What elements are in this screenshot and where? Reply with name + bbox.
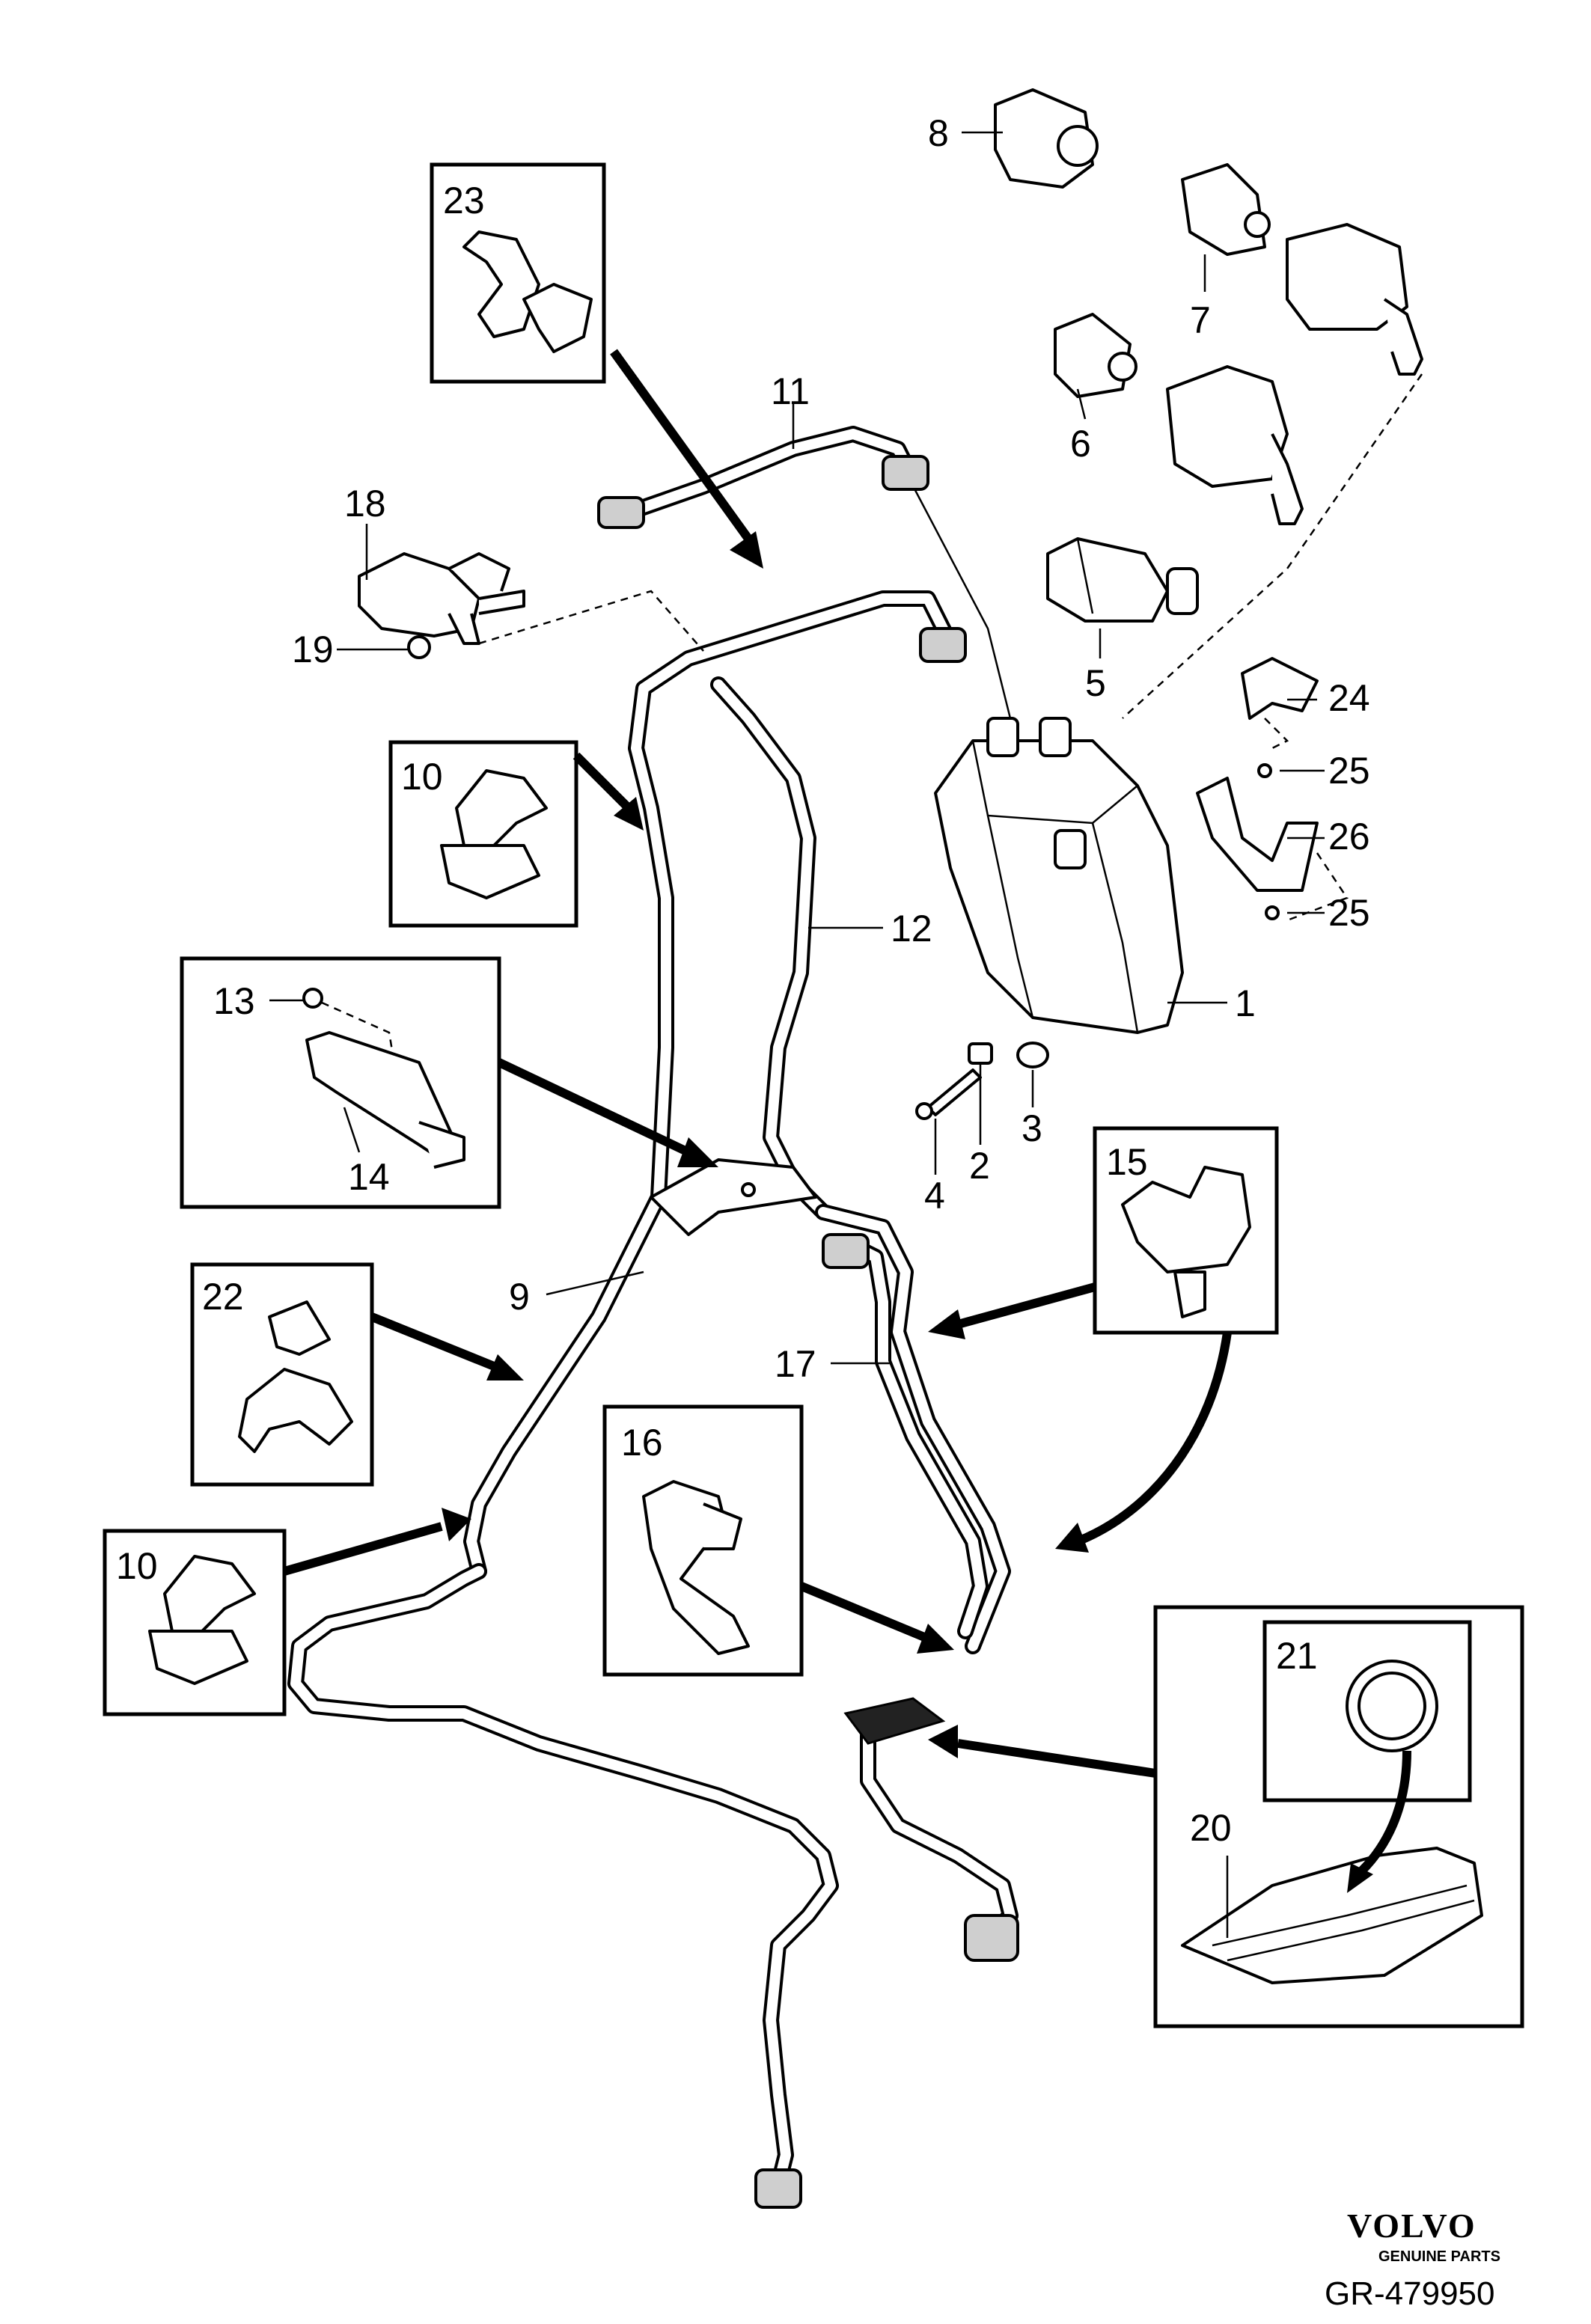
- callout-19: 19: [292, 629, 334, 670]
- callout-11: 11: [771, 370, 810, 412]
- inset-box-10-lower: [103, 1529, 287, 1716]
- callout-18: 18: [344, 483, 386, 525]
- callout-7: 7: [1190, 299, 1211, 341]
- inset-box-22: [190, 1262, 374, 1487]
- callout-17: 17: [775, 1343, 816, 1385]
- hose-lines: [287, 426, 1019, 2193]
- valve-part-8: [994, 88, 1099, 189]
- callout-23: 23: [443, 180, 485, 221]
- callout-5: 5: [1085, 662, 1106, 704]
- inset-box-23: [430, 162, 606, 384]
- valve-part-6: [1054, 313, 1304, 525]
- callout-1: 1: [1235, 982, 1256, 1024]
- brand-block: VOLVO GENUINE PARTS GR-479950: [1325, 2207, 1500, 2312]
- callout-labels: 8 7 6 5 23 11 18 19 24 25 26 25 10 12 1 …: [116, 112, 1370, 1849]
- callout-20: 20: [1190, 1807, 1232, 1849]
- purge-valve-part-18: [358, 552, 525, 659]
- callout-15: 15: [1106, 1141, 1148, 1183]
- inset-box-10-upper: [388, 740, 578, 928]
- callout-3: 3: [1022, 1107, 1042, 1149]
- callout-12: 12: [891, 908, 932, 950]
- mounting-bracket: [650, 1158, 817, 1236]
- inset-box-15: [1093, 1126, 1279, 1335]
- genuine-parts-tagline: GENUINE PARTS: [1378, 2248, 1500, 2265]
- callout-25-lower: 25: [1328, 892, 1370, 934]
- callout-14: 14: [348, 1156, 390, 1198]
- callout-9: 9: [509, 1276, 530, 1318]
- callout-21: 21: [1276, 1635, 1318, 1677]
- callout-8: 8: [928, 112, 949, 154]
- callout-22: 22: [202, 1276, 244, 1318]
- reference-number: GR-479950: [1325, 2275, 1494, 2312]
- callout-2: 2: [969, 1145, 990, 1187]
- leader-lines: [269, 131, 1325, 1938]
- inset-box-16: [602, 1404, 804, 1677]
- callout-10-upper: 10: [401, 756, 443, 798]
- callout-16: 16: [621, 1422, 663, 1464]
- callout-25-upper: 25: [1328, 750, 1370, 792]
- valve-part-7: [1181, 163, 1423, 376]
- bracket-parts-24-25-26: [1196, 657, 1319, 920]
- callout-13: 13: [213, 980, 255, 1022]
- inset-box-20: [1153, 1605, 1524, 2028]
- callout-4: 4: [924, 1175, 945, 1217]
- callout-24: 24: [1328, 677, 1370, 719]
- callout-10-lower: 10: [116, 1545, 158, 1587]
- callout-26: 26: [1328, 816, 1370, 857]
- inset-box-13-14: [180, 956, 501, 1209]
- canister-part-1: [934, 717, 1184, 1034]
- connector-part-5: [1046, 537, 1199, 623]
- callout-6: 6: [1070, 423, 1091, 465]
- volvo-logo: VOLVO: [1347, 2207, 1477, 2245]
- line-connectors: [597, 455, 1019, 2209]
- pointer-arrows: [283, 349, 1411, 1893]
